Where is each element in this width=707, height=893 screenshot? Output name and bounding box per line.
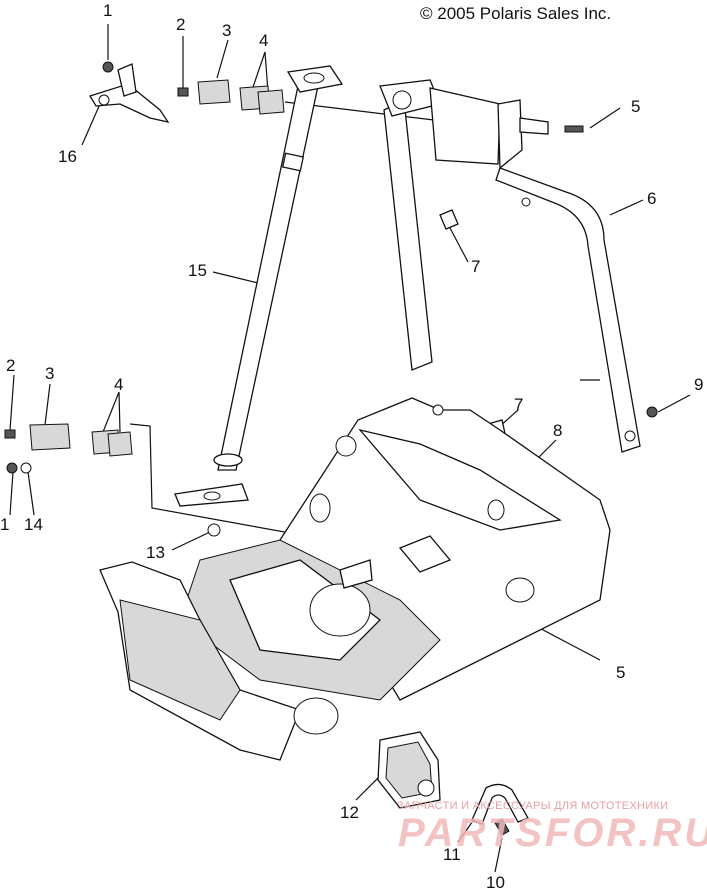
callout-1-lower: 1 [0,515,10,534]
callout-4: 4 [259,31,269,50]
callout-5: 5 [631,97,641,116]
callout-12: 12 [340,803,359,822]
callout-6: 6 [647,189,657,208]
callout-9: 9 [694,375,704,394]
callout-13: 13 [146,543,165,562]
callout-14: 14 [24,515,43,534]
callout-7-lower: 7 [514,395,524,414]
callout-16: 16 [58,147,77,166]
callout-10: 10 [486,873,505,892]
callout-15: 15 [188,261,207,280]
roll-bar-support [379,79,641,453]
callout-7: 7 [471,257,481,276]
steering-hanger-bracket [89,63,170,123]
callout-3-lower: 3 [45,364,55,383]
gear-cover [377,731,441,809]
callout-4-lower: 4 [114,375,124,394]
callout-11: 11 [443,845,461,864]
callout-3: 3 [222,21,232,40]
main-frame [99,397,611,761]
steering-post [174,65,344,507]
watermark-brand: PARTSFOR.RU [398,811,707,855]
watermark-tagline: ЗАПЧАСТИ И АКСЕССУАРЫ ДЛЯ МОТОТЕХНИКИ [397,800,669,812]
callout-5-lower: 5 [616,663,626,682]
retainer-clip [471,783,529,825]
callout-2-lower: 2 [6,356,16,375]
callout-1: 1 [103,1,113,20]
callout-2: 2 [176,15,186,34]
copyright-notice: © 2005 Polaris Sales Inc. [420,4,612,23]
callout-8: 8 [553,421,563,440]
